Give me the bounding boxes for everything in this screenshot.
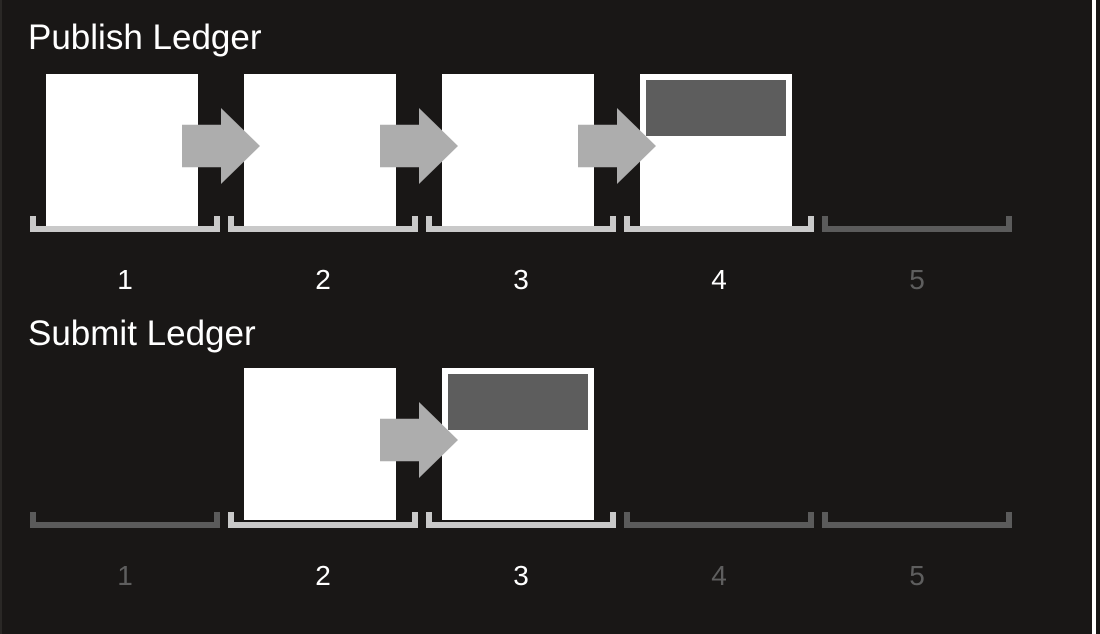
row1-slot1-bracket	[30, 216, 220, 232]
row1-slot4-bracket	[624, 216, 814, 232]
row1-slot4-page-header-bar	[646, 80, 786, 136]
row1-slot2-bracket	[228, 216, 418, 232]
row2-slot3-number: 3	[513, 560, 529, 591]
row2-slot3-page-header-bar	[448, 374, 588, 430]
row1-slot3-bracket	[426, 216, 616, 232]
row2-slot4-number: 4	[711, 560, 727, 591]
row1-slot2-number: 2	[315, 264, 331, 295]
row2-slot2-number: 2	[315, 560, 331, 591]
row2-slot2-page	[244, 368, 396, 520]
row1-slot1-page	[46, 74, 198, 226]
row2-slot5-bracket	[822, 512, 1012, 528]
row1-slot3-number: 3	[513, 264, 529, 295]
row1-slot5-bracket	[822, 216, 1012, 232]
row-title-submit-ledger: Submit Ledger	[28, 314, 256, 353]
row1-slot4-page	[640, 74, 792, 226]
row1-slot4-number: 4	[711, 264, 727, 295]
row2-slot1-bracket	[30, 512, 220, 528]
row1-slot1-number: 1	[117, 264, 133, 295]
row2-slot1-number: 1	[117, 560, 133, 591]
row2-slot3-page	[442, 368, 594, 520]
row2-slot2-bracket	[228, 512, 418, 528]
row2-slot5-number: 5	[909, 560, 925, 591]
row1-slot5-number: 5	[909, 264, 925, 295]
row2-slot3-bracket	[426, 512, 616, 528]
row2-slot4-bracket	[624, 512, 814, 528]
row1-slot3-page	[442, 74, 594, 226]
row1-slot2-page	[244, 74, 396, 226]
row-title-publish-ledger: Publish Ledger	[28, 18, 262, 57]
